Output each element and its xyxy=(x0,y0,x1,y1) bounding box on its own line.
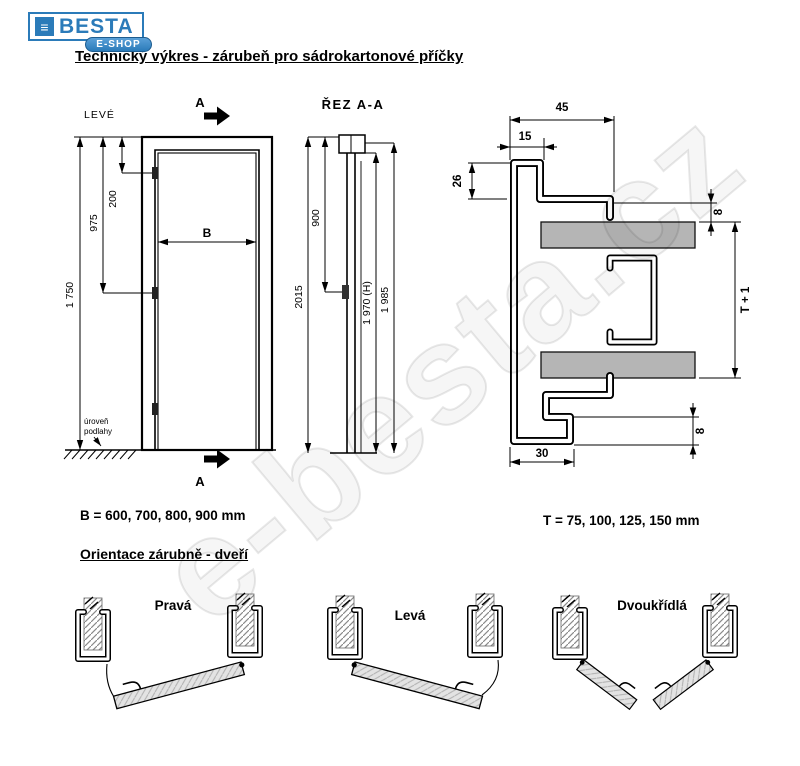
right-jamb-profile xyxy=(470,593,500,655)
dim-label-1750: 1 750 xyxy=(64,282,76,308)
floor-level-label: úroveň podlahy xyxy=(84,417,112,447)
dimension-975: 975 xyxy=(88,137,152,294)
door-leaf-double-left xyxy=(574,651,643,711)
dimension-8-bottom: 8 xyxy=(574,403,707,459)
orientation-leva: Levá xyxy=(310,580,520,710)
dim-label-2015: 2015 xyxy=(293,285,305,309)
dimension-T1: T + 1 xyxy=(699,222,752,379)
eshop-badge: E-SHOP xyxy=(85,37,152,52)
dim-label-200: 200 xyxy=(107,190,119,208)
dimension-15: 15 xyxy=(497,131,557,160)
section-aa-drawing: ŘEZ A-A 2015 900 1 970 (H) xyxy=(293,97,398,454)
section-title: ŘEZ A-A xyxy=(322,97,385,112)
note-b-values: B = 600, 700, 800, 900 mm xyxy=(80,508,246,523)
left-jamb-profile xyxy=(555,595,585,657)
door-leaf-double-right xyxy=(647,651,716,711)
svg-text:podlahy: podlahy xyxy=(84,427,112,436)
orientation-label-prava: Pravá xyxy=(155,598,192,613)
section-label-a-top: A xyxy=(195,95,205,110)
plasterboard-top xyxy=(540,221,696,249)
floor-line xyxy=(63,449,276,460)
besta-logo-box: ≡ BESTA xyxy=(28,12,144,41)
note-t-values: T = 75, 100, 125, 150 mm xyxy=(543,513,700,528)
orientation-dvoukridla: Dvoukřídlá xyxy=(540,580,785,711)
dim-label-30: 30 xyxy=(536,448,549,460)
dimension-door-width-B: B xyxy=(158,226,256,246)
door-leaf-left-hinged xyxy=(348,651,486,710)
section-label-a-bottom: A xyxy=(195,474,205,489)
door-hinges xyxy=(152,167,158,415)
plasterboard-bottom xyxy=(540,351,696,379)
dim-label-15: 15 xyxy=(519,131,532,143)
lock-mark xyxy=(342,285,349,299)
dim-label-8-bottom: 8 xyxy=(695,427,707,434)
orientation-heading: Orientace zárubně - dveří xyxy=(80,546,249,562)
orientation-label-leva: Levá xyxy=(395,608,426,623)
dimension-900: 900 xyxy=(310,137,342,293)
door-leaf-right-hinged xyxy=(110,651,248,710)
section-cut-marker-bottom: A xyxy=(195,449,230,489)
hand-label: LEVÉ xyxy=(84,108,115,121)
right-jamb-profile xyxy=(230,593,260,655)
dim-label-975: 975 xyxy=(88,214,100,232)
orientation-prava: Pravá xyxy=(55,580,305,710)
dimension-1970: 1 970 (H) xyxy=(361,152,380,453)
dimension-2015: 2015 xyxy=(293,136,339,453)
door-frame-profile xyxy=(510,159,614,445)
dim-label-B: B xyxy=(203,226,212,240)
dim-label-T1: T + 1 xyxy=(740,286,752,313)
section-arrow-bottom-icon xyxy=(204,449,230,469)
page-title: Technický výkres - zárubeň pro sádrokart… xyxy=(75,48,464,65)
c-stud-profile xyxy=(606,254,658,346)
dim-label-26: 26 xyxy=(452,175,464,188)
door-swing-arc xyxy=(106,663,115,698)
section-member xyxy=(330,134,377,454)
orientation-label-dvoukridla: Dvoukřídlá xyxy=(617,598,687,613)
besta-logo[interactable]: ≡ BESTA E-SHOP xyxy=(28,12,152,52)
door-frame-front xyxy=(140,135,274,452)
besta-logo-name: BESTA xyxy=(59,15,134,38)
right-jamb-profile xyxy=(705,593,735,655)
front-view-drawing: LEVÉ A 1 750 975 xyxy=(63,95,276,489)
dimension-200: 200 xyxy=(107,137,152,208)
section-arrow-top-icon xyxy=(204,106,230,126)
dim-label-1985: 1 985 xyxy=(379,287,391,313)
door-swing-arc xyxy=(481,659,499,696)
svg-text:úroveň: úroveň xyxy=(84,417,108,426)
besta-logo-icon: ≡ xyxy=(35,17,54,36)
dimension-8-top: 8 xyxy=(614,189,741,236)
dim-label-8-top: 8 xyxy=(713,208,725,215)
dimension-45: 45 xyxy=(509,102,615,192)
dimension-1985: 1 985 xyxy=(365,142,398,453)
section-cut-marker-top: A xyxy=(195,95,230,126)
dim-label-900: 900 xyxy=(310,209,322,227)
left-jamb-profile xyxy=(330,595,360,657)
frame-profile-detail: 45 15 26 8 T + 1 xyxy=(452,102,752,467)
left-jamb-profile xyxy=(78,597,108,659)
dimension-30: 30 xyxy=(509,447,575,467)
dim-label-1970: 1 970 (H) xyxy=(361,281,373,325)
dim-label-45: 45 xyxy=(556,102,569,114)
dimension-1750: 1 750 xyxy=(64,136,142,450)
dimension-26: 26 xyxy=(452,162,510,200)
